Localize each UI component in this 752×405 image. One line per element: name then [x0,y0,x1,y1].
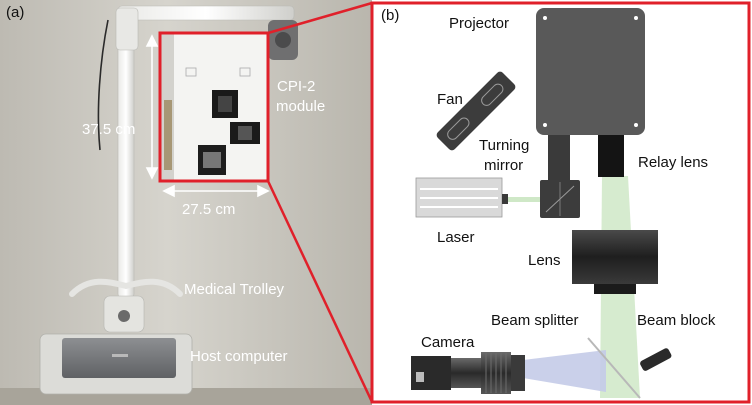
camera-connector [416,372,424,382]
beam-block-label: Beam block [637,312,716,329]
trolley-pole [117,37,135,299]
beam-splitter [587,337,641,399]
power-cable [97,19,109,151]
relay-lens-label: Relay lens [638,154,708,171]
width-label: 27.5 cm [182,201,235,218]
module-optic-1-inner [218,96,232,112]
mount-knob [275,32,291,48]
camera-lens-front [511,355,525,391]
fan-label: Fan [437,91,463,108]
projector [536,8,645,135]
lens-mount [594,284,636,294]
module-label-line2: module [276,98,325,115]
relay-lens-barrel [598,135,624,177]
laser-beam [504,197,546,202]
beam-block [640,348,672,371]
module-bracket-left [185,67,197,77]
turning-mirror-label-line2: mirror [484,157,523,174]
lens-label: Lens [528,252,561,269]
module-optic-2-inner [238,126,252,140]
camera-label: Camera [421,334,475,351]
module-bracket-right [239,67,251,77]
panel-a-tag: (a) [6,4,24,21]
width-dimension [162,184,270,198]
zoom-line-bottom [266,180,374,403]
fan-slot-1 [447,117,470,140]
projector-label: Projector [449,15,509,32]
height-label: 37.5 cm [82,121,135,138]
module-highlight-box [158,31,270,183]
projector-screw-bl [543,123,547,127]
projector-screw-br [634,123,638,127]
panel-b: (b) Projector Fan Turning mirror Relay l… [370,1,751,404]
height-dimension [145,34,159,180]
trolley-lock [118,310,130,322]
projector-screw-tr [634,16,638,20]
fan-slot-2 [481,83,504,106]
trolley-arm [117,5,295,21]
zoom-line-top [267,1,373,35]
module-optic-3-inner [203,152,221,168]
fan-body [436,71,516,151]
laser-aperture [502,194,508,204]
fan [436,71,516,151]
panel-b-tag: (b) [381,7,399,24]
blue-beam [523,350,606,392]
arm-joint [115,7,139,51]
trolley-label: Medical Trolley [184,281,285,298]
projector-screw-tl [543,16,547,20]
laptop-logo [112,354,128,357]
trolley-handle [69,278,183,297]
camera-lens-ring-1 [451,358,481,388]
module-label-line1: CPI-2 [277,78,315,95]
beam-splitter-label: Beam splitter [491,312,579,329]
module-cable-side [164,100,172,170]
camera-lens-ridges [485,353,507,393]
turning-mirror-label-line1: Turning [479,137,529,154]
host-computer-label: Host computer [190,348,288,365]
laptop [62,338,176,378]
lens-body [572,230,658,284]
laser-label: Laser [437,229,475,246]
turning-mirror-barrel [548,135,570,181]
panel-a: (a) 37.5 cm 27.5 cm CPI-2 module Medical… [0,0,372,405]
